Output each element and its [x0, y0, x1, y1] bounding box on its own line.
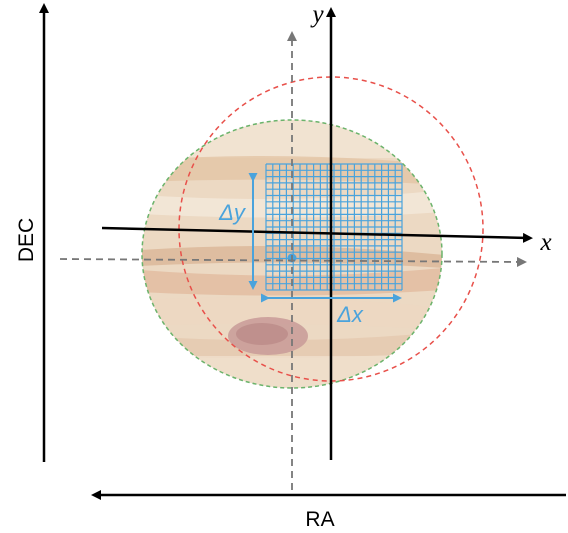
- x-axis: [101, 226, 533, 243]
- ra-label: RA: [305, 508, 334, 531]
- planet-outline: [141, 119, 443, 389]
- dec-label: DEC: [15, 218, 38, 262]
- dashed-horizontal-axis: [59, 256, 527, 267]
- pointing-grid: [265, 163, 403, 291]
- y-label: y: [309, 1, 324, 28]
- delta-y-label: Δy: [218, 200, 247, 225]
- delta-x-label: Δx: [336, 302, 364, 327]
- x-label: x: [539, 229, 551, 256]
